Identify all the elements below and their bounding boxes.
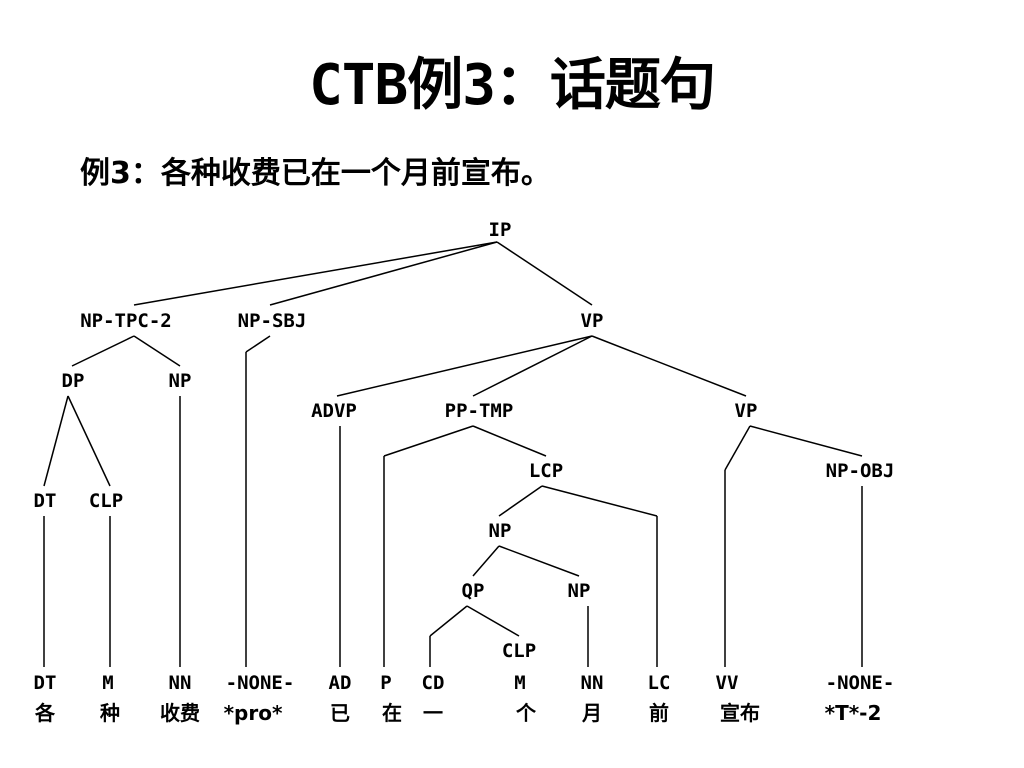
edge (496, 241, 593, 306)
pos-tag: -NONE- (826, 672, 895, 694)
pos-tags: DT M NN -NONE- AD P CD M NN LC VV -NONE- (34, 672, 895, 694)
edge (383, 425, 474, 457)
edge (245, 335, 271, 353)
edge (472, 545, 500, 577)
node-np-sbj: NP-SBJ (238, 310, 307, 332)
edge (541, 485, 658, 517)
node-np-obj: NP-OBJ (826, 460, 895, 482)
word: 宣布 (720, 701, 760, 725)
word: 已 (330, 701, 350, 725)
node-lcp: LCP (529, 460, 563, 482)
node-np-tpc: NP-TPC-2 (80, 310, 172, 332)
node-vp-low: VP (735, 400, 758, 422)
edge (71, 335, 135, 367)
edge (472, 425, 547, 457)
edge (269, 241, 498, 306)
word: 月 (581, 701, 602, 725)
node-pp-tmp: PP-TMP (445, 400, 514, 422)
tree-edges (43, 241, 863, 667)
node-ip: IP (489, 219, 512, 241)
pos-tag: VV (716, 672, 739, 694)
node-vp-top: VP (581, 310, 604, 332)
edge (133, 241, 498, 306)
node-np: NP (568, 580, 591, 602)
edge (133, 335, 181, 367)
slide-title: CTB例3：话题句 (309, 53, 716, 118)
pos-tag: M (102, 672, 113, 694)
word: *pro* (224, 701, 283, 725)
pos-tag: P (380, 672, 391, 694)
node-clp: CLP (502, 640, 536, 662)
node-np: NP (169, 370, 192, 392)
node-np: NP (489, 520, 512, 542)
edge (498, 545, 580, 577)
pos-tag: DT (34, 672, 57, 694)
words: 各 种 收费 *pro* 已 在 一 个 月 前 宣布 *T*-2 (34, 701, 881, 725)
node-dp: DP (62, 370, 85, 392)
node-clp: CLP (89, 490, 123, 512)
word: *T*-2 (825, 701, 882, 725)
edge (498, 485, 543, 517)
word: 前 (649, 701, 669, 725)
edge (67, 395, 111, 487)
pos-tag: LC (648, 672, 671, 694)
word: 一 (423, 701, 443, 725)
word: 在 (382, 701, 402, 725)
pos-tag: CD (422, 672, 445, 694)
edge (472, 335, 593, 397)
example-sentence: 例3：各种收费已在一个月前宣布。 (80, 156, 551, 191)
word: 个 (515, 701, 537, 725)
edge (749, 425, 863, 457)
node-advp: ADVP (311, 400, 357, 422)
word: 收费 (160, 701, 200, 725)
edge (591, 335, 747, 397)
word: 种 (99, 701, 120, 725)
word: 各 (34, 701, 56, 725)
pos-tag: -NONE- (226, 672, 295, 694)
pos-tag: NN (581, 672, 604, 694)
pos-tag: AD (329, 672, 352, 694)
edge (336, 335, 593, 397)
node-qp: QP (462, 580, 485, 602)
edge (43, 395, 69, 487)
tree-nodes: IP NP-TPC-2 NP-SBJ VP DP NP ADVP PP-TMP … (34, 219, 895, 662)
edge (724, 425, 751, 471)
pos-tag: M (514, 672, 525, 694)
node-dt: DT (34, 490, 57, 512)
edge (429, 605, 468, 637)
pos-tag: NN (169, 672, 192, 694)
edge (466, 605, 520, 637)
